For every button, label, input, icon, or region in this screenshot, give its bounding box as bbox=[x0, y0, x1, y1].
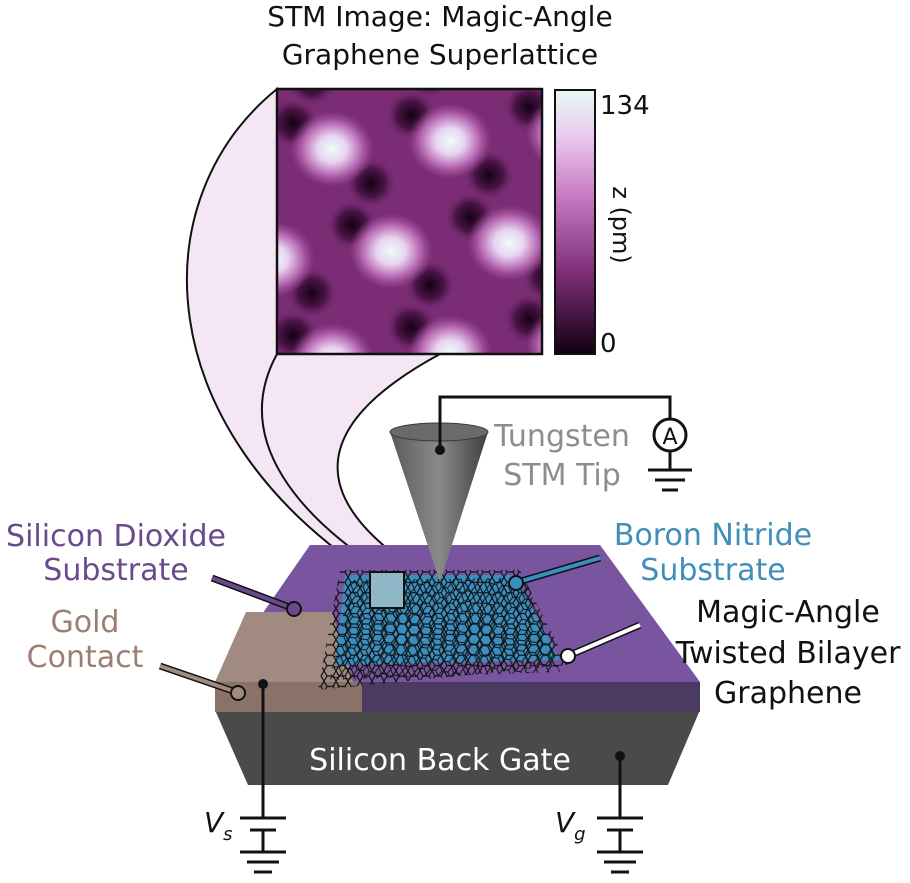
superlattice-bright-spot bbox=[526, 315, 542, 354]
graphene-label-line3: Graphene bbox=[714, 676, 862, 711]
superlattice-dark-spot bbox=[817, 125, 869, 177]
bn-label-line2: Substrate bbox=[640, 553, 785, 588]
superlattice-bright-spot bbox=[880, 283, 910, 359]
superlattice-dark-spot bbox=[640, 243, 692, 295]
superlattice-dark-spot bbox=[857, 57, 909, 109]
superlattice-dark-spot bbox=[109, 173, 161, 225]
superlattice-dark-spot bbox=[90, 3, 142, 55]
superlattice-dark-spot bbox=[798, 0, 850, 7]
superlattice-bright-spot bbox=[408, 103, 492, 179]
superlattice-dark-spot bbox=[208, 0, 260, 47]
superlattice-dark-spot bbox=[798, 167, 850, 219]
superlattice-dark-spot bbox=[857, 481, 909, 533]
superlattice-bright-spot bbox=[113, 229, 197, 305]
graphene-label-line1: Magic-Angle bbox=[696, 595, 880, 630]
tip-circuit bbox=[438, 395, 692, 492]
gold-label-line2: Contact bbox=[27, 640, 144, 675]
superlattice-dark-spot bbox=[758, 447, 810, 499]
superlattice-bright-spot bbox=[277, 221, 315, 297]
superlattice-dark-spot bbox=[857, 269, 909, 321]
colorbar bbox=[554, 89, 596, 355]
sio2-leader-dot bbox=[286, 601, 302, 617]
colorbar-axis-label: z (pm) bbox=[607, 186, 635, 264]
superlattice-dark-spot bbox=[50, 71, 102, 123]
superlattice-dark-spot bbox=[739, 277, 791, 329]
superlattice-bright-spot bbox=[762, 79, 846, 155]
superlattice-dark-spot bbox=[817, 337, 869, 389]
gold-label-line1: Gold bbox=[51, 605, 120, 640]
vs-circuit bbox=[240, 684, 286, 874]
superlattice-dark-spot bbox=[817, 549, 869, 601]
graphene-leader-dot bbox=[560, 648, 576, 664]
silicon-back-gate bbox=[215, 710, 700, 785]
graphene-layer-2 bbox=[330, 578, 560, 680]
superlattice-bright-spot bbox=[703, 189, 787, 265]
superlattice-bright-spot bbox=[821, 181, 905, 257]
stm-tip bbox=[390, 432, 488, 582]
superlattice-bright-spot bbox=[113, 17, 197, 93]
superlattice-bright-spot bbox=[644, 299, 728, 375]
superlattice-dark-spot bbox=[621, 285, 673, 337]
vg-label: Vg bbox=[555, 806, 586, 845]
superlattice-dark-spot bbox=[640, 31, 692, 83]
superlattice-bright-spot bbox=[762, 291, 846, 367]
vg-circuit bbox=[597, 756, 643, 874]
bn-label-line1: Boron Nitride bbox=[614, 518, 812, 553]
superlattice-dark-spot bbox=[699, 133, 751, 185]
superlattice-bright-spot bbox=[703, 0, 787, 53]
superlattice-dark-spot bbox=[739, 65, 791, 117]
gold-leader-dot bbox=[230, 685, 246, 701]
superlattice-dark-spot bbox=[876, 227, 910, 279]
superlattice-bright-spot bbox=[290, 323, 374, 354]
superlattice-bright-spot bbox=[644, 87, 728, 163]
sio2-label-line1: Silicon Dioxide bbox=[6, 519, 226, 554]
superlattice-bright-spot bbox=[821, 393, 905, 469]
ammeter bbox=[652, 417, 688, 453]
tip-label-line1: Tungsten bbox=[493, 419, 630, 454]
bn-leader-dot bbox=[508, 575, 524, 591]
superlattice-dark-spot bbox=[463, 361, 515, 413]
superlattice-dark-spot bbox=[758, 23, 810, 75]
title-line1: STM Image: Magic-Angle bbox=[267, 0, 612, 33]
superlattice-dark-spot bbox=[798, 379, 850, 431]
title-line2: Graphene Superlattice bbox=[282, 38, 598, 71]
superlattice-bright-spot bbox=[526, 103, 542, 163]
superlattice-dark-spot bbox=[680, 175, 732, 227]
superlattice-bright-spot bbox=[290, 111, 374, 187]
superlattice-dark-spot bbox=[680, 0, 732, 15]
graphene-label-line2: Twisted Bilayer bbox=[675, 636, 902, 671]
tip-label-line2: STM Tip bbox=[503, 458, 621, 493]
ammeter-label: A bbox=[662, 425, 677, 450]
superlattice-dark-spot bbox=[680, 387, 732, 439]
superlattice-dark-spot bbox=[0, 0, 43, 21]
superlattice-dark-spot bbox=[699, 345, 751, 397]
sio2-label-line2: Substrate bbox=[43, 553, 188, 588]
superlattice-dark-spot bbox=[168, 63, 220, 115]
superlattice-bright-spot bbox=[408, 315, 492, 354]
superlattice-dark-spot bbox=[109, 0, 161, 13]
superlattice-dark-spot bbox=[149, 105, 201, 157]
gate-label: Silicon Back Gate bbox=[309, 743, 571, 778]
zoom-region-box bbox=[369, 571, 405, 609]
colorbar-max-label: 134 bbox=[600, 91, 650, 121]
superlattice-bright-spot bbox=[467, 205, 542, 281]
superlattice-dark-spot bbox=[876, 439, 910, 491]
superlattice-dark-spot bbox=[287, 89, 337, 107]
superlattice-bright-spot bbox=[54, 127, 138, 203]
superlattice-bright-spot bbox=[880, 495, 910, 571]
superlattice-bright-spot bbox=[0, 25, 79, 101]
superlattice-dark-spot bbox=[758, 235, 810, 287]
superlattice-bright-spot bbox=[349, 213, 433, 289]
stm-image bbox=[0, 0, 910, 601]
superlattice-dark-spot bbox=[409, 89, 451, 99]
vs-label: Vs bbox=[204, 806, 233, 845]
superlattice-bright-spot bbox=[703, 401, 787, 477]
colorbar-min-label: 0 bbox=[600, 329, 617, 359]
